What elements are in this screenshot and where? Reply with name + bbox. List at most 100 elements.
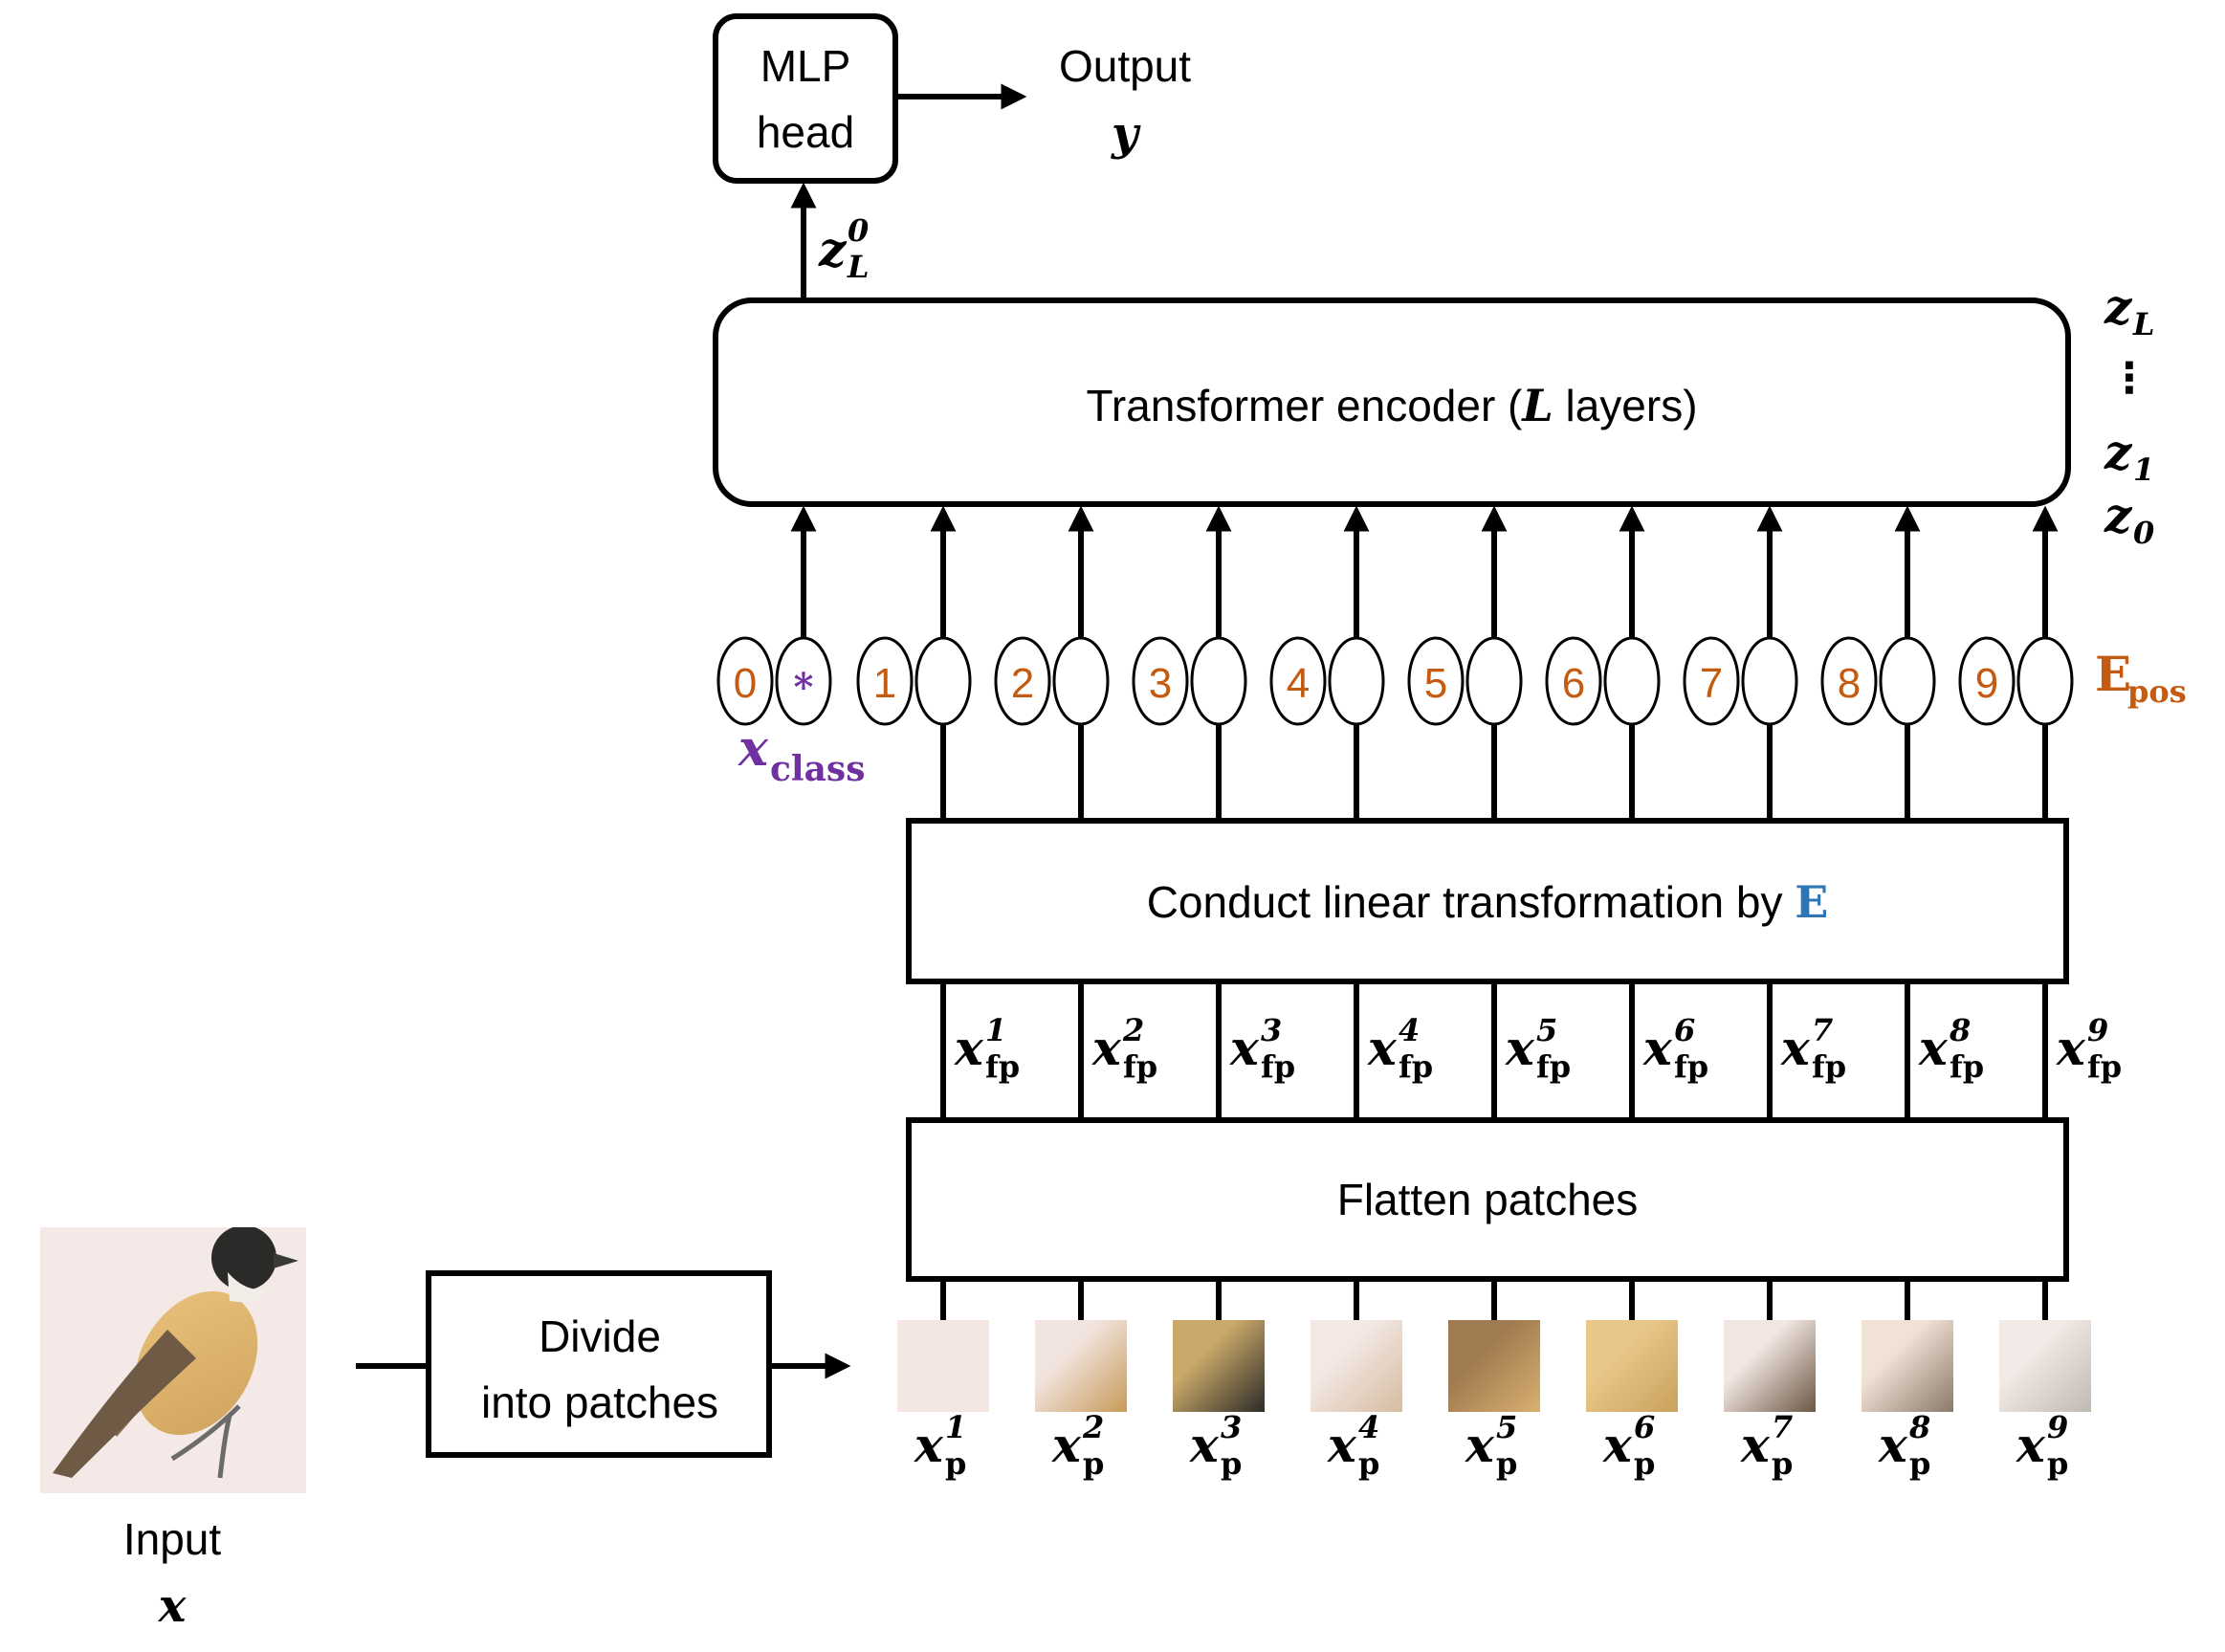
position-label-8: 8 [1838,660,1861,707]
flattened-label-sub: fp [1123,1048,1157,1085]
position-label-3: 3 [1149,660,1172,707]
flattened-label-sub: fp [1261,1048,1295,1085]
z-stack-base: z [2104,278,2133,335]
embedding-oval-6 [1603,636,1661,726]
position-label-0: 0 [734,660,757,707]
position-label-5: 5 [1424,660,1447,707]
patch-label-sub: p [1221,1445,1242,1482]
embedding-oval-4 [1328,636,1385,726]
epos-base: E [2095,646,2131,702]
patch-label-sub: p [1634,1445,1655,1482]
embedding-oval-8 [1879,636,1936,726]
flattened-label-base: x [1642,1020,1673,1076]
position-label-1: 1 [873,660,896,707]
patch-label-sub: p [1909,1445,1930,1482]
divide-patches-box: Divide into patches [426,1270,772,1458]
patch-image-8 [1862,1320,1953,1412]
patch-label-sub: p [1496,1445,1517,1482]
position-oval-2 [994,636,1051,726]
transformer-encoder-label: Transformer encoder (L layers) [1086,380,1697,431]
z-stack-base: z [2104,487,2133,543]
z-stack-item-1: ⋮ [2108,355,2150,402]
patch-label-sup: 6 [1634,1409,1655,1445]
patch-label-sup: 4 [1358,1409,1379,1445]
flatten-patches-box: Flatten patches [906,1117,2069,1282]
position-oval-1 [856,636,914,726]
flattened-label-sup: 8 [1949,1012,1971,1048]
patch-label-sup: 9 [2047,1409,2068,1445]
epos-label: E pos [2095,646,2187,710]
input-symbol: x [158,1579,187,1633]
position-oval-9 [1958,636,2016,726]
mlp-head-label-line1: MLP [760,41,851,91]
divide-label-line1: Divide [539,1311,661,1361]
flattened-label-base: x [1229,1020,1260,1076]
patch-label-sup: 2 [1082,1409,1104,1445]
patch-label-sub: p [1772,1445,1793,1482]
position-oval-8 [1820,636,1878,726]
patch-label-base: x [1189,1417,1220,1473]
embedding-oval-3 [1190,636,1247,726]
flattened-label-sub: fp [1950,1048,1984,1085]
z-stack-sub: 1 [2133,452,2154,488]
patch-image-4 [1311,1320,1402,1412]
flattened-label-sup: 5 [1536,1012,1557,1048]
flattened-label-sub: fp [1812,1048,1846,1085]
patch-label-base: x [1740,1417,1771,1473]
flattened-label-base: x [1505,1020,1535,1076]
flattened-label-sub: fp [1399,1048,1433,1085]
patch-image-1 [897,1320,989,1412]
patch-label-sup: 8 [1908,1409,1930,1445]
flattened-label-base: x [1091,1020,1122,1076]
patch-label-sub: p [1358,1445,1379,1482]
patch-image-5 [1448,1320,1540,1412]
flattened-label-base: x [1367,1020,1398,1076]
flattened-label-sup: 7 [1812,1012,1833,1048]
flattened-label-sup: 9 [2087,1012,2108,1048]
input-label: Input [123,1514,222,1564]
patch-label-base: x [2016,1417,2046,1473]
output-symbol: y [1111,107,1141,161]
position-label-6: 6 [1562,660,1585,707]
z-L0-label: z 0 L [818,212,870,285]
z-stack-base: z [2104,424,2133,480]
z-stack-sub: 0 [2133,515,2154,551]
flattened-label-sup: 4 [1399,1012,1420,1048]
linear-transform-label: Conduct linear transformation by E [1147,876,1829,928]
position-label-4: 4 [1287,660,1310,707]
flattened-label-sup: 6 [1674,1012,1695,1048]
linear-transform-box: Conduct linear transformation by E [906,818,2069,984]
patch-label-sub: p [2047,1445,2068,1482]
divide-label-line2: into patches [481,1377,718,1427]
class-token-symbol: * [794,665,814,710]
z-stack-sub: L [2132,306,2155,342]
flattened-label-sup: 1 [985,1012,1006,1048]
flattened-label-sup: 3 [1261,1012,1282,1048]
input-bird-image [40,1227,306,1493]
patch-image-9 [1999,1320,2091,1412]
position-label-2: 2 [1011,660,1034,707]
patch-label-base: x [1051,1417,1082,1473]
flattened-label-base: x [1780,1020,1811,1076]
flattened-label-base: x [2056,1020,2086,1076]
flattened-label-sub: fp [1674,1048,1708,1085]
patch-image-3 [1173,1320,1265,1412]
position-label-9: 9 [1975,660,1998,707]
